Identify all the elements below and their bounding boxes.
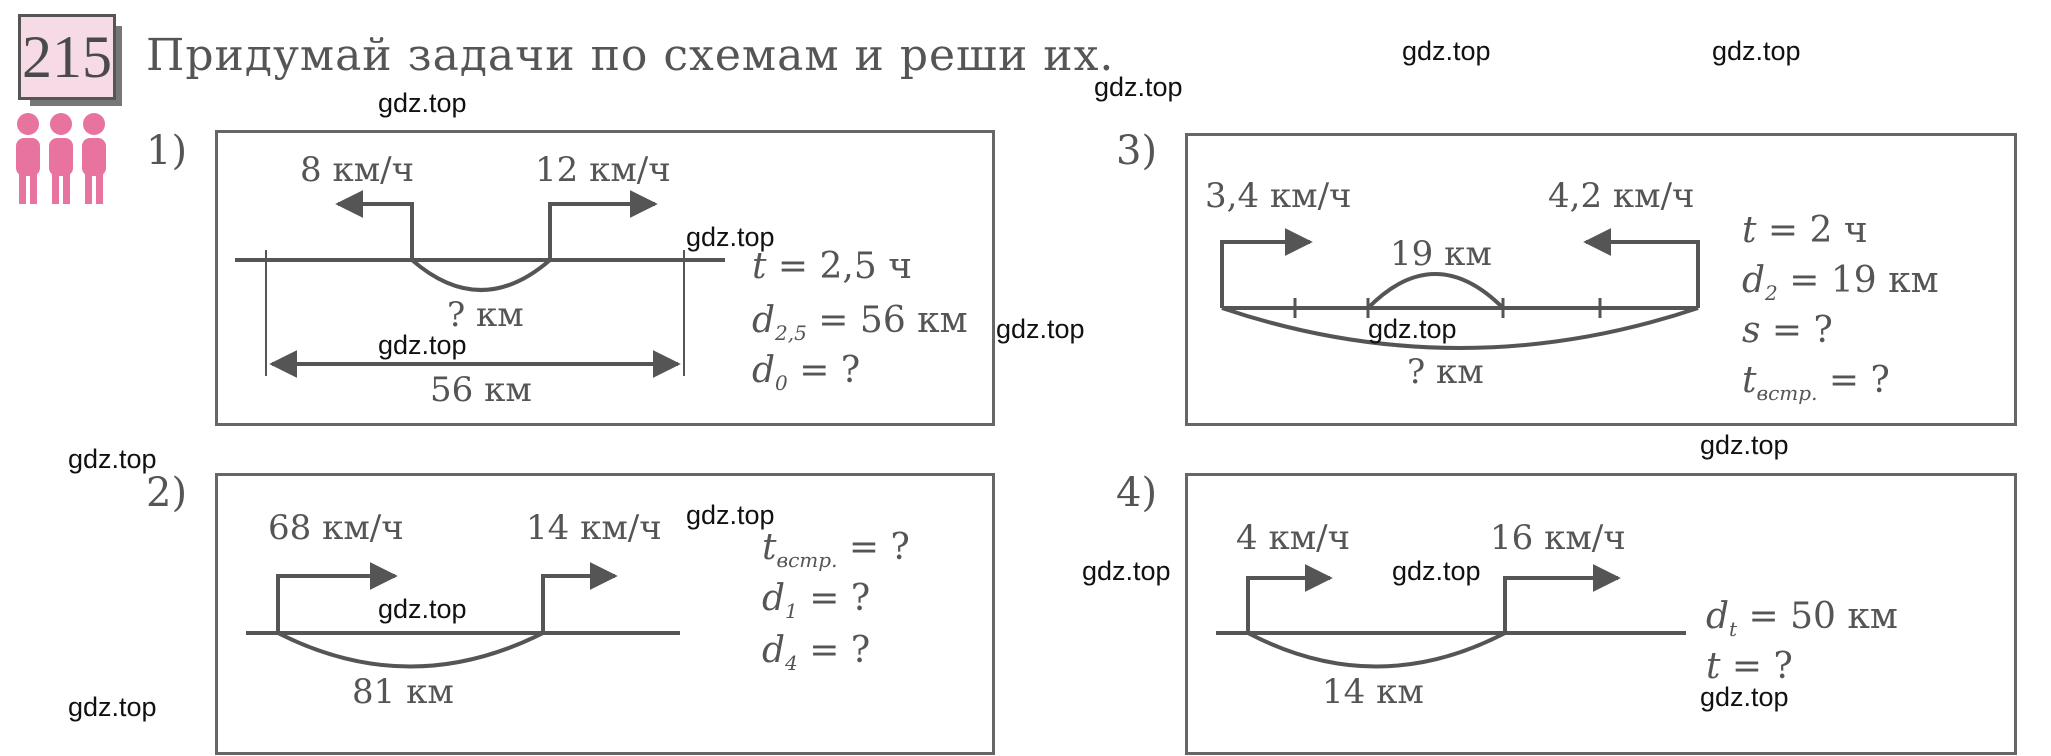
problem-1-given-initial-distance: d0 = ? (752, 350, 861, 396)
problem-4-box (1185, 473, 2017, 755)
watermark: gdz.top (1094, 72, 1183, 102)
problem-1-given-time: t = 2,5 ч (752, 246, 913, 287)
watermark: gdz.top (686, 500, 775, 530)
problem-2-box (215, 473, 995, 755)
problem-3-speed-right: 4,2 км/ч (1548, 176, 1695, 216)
problem-1-box (215, 130, 995, 426)
watermark: gdz.top (686, 222, 775, 252)
problem-2-given-d4: d4 = ? (762, 630, 871, 676)
watermark: gdz.top (1392, 556, 1481, 586)
watermark: gdz.top (68, 444, 157, 474)
watermark: gdz.top (378, 594, 467, 624)
problem-2-given-d1: d1 = ? (762, 578, 871, 624)
problem-4-label: 4) (1116, 470, 1158, 516)
problem-4-distance: 14 км (1322, 672, 1424, 712)
problem-4-speed-right: 16 км/ч (1490, 518, 1626, 558)
problem-3-given-s: s = ? (1742, 310, 1833, 351)
problem-2-label: 2) (146, 470, 188, 516)
watermark: gdz.top (1700, 430, 1789, 460)
problem-4-given-distance: dt = 50 км (1706, 596, 1898, 642)
problem-3-given-distance: d2 = 19 км (1742, 260, 1939, 306)
watermark: gdz.top (378, 330, 467, 360)
problem-3-given-meeting-time: tвстр. = ? (1742, 360, 1890, 406)
problem-2-speed-left: 68 км/ч (268, 508, 404, 548)
watermark: gdz.top (1700, 682, 1789, 712)
problem-3-given-time: t = 2 ч (1742, 210, 1868, 251)
problem-3-total: ? км (1407, 352, 1484, 392)
watermark: gdz.top (68, 692, 157, 722)
problem-1-label: 1) (146, 128, 188, 174)
watermark: gdz.top (996, 314, 1085, 344)
problem-3-inner-distance: 19 км (1390, 234, 1492, 274)
exercise-number: 215 (18, 14, 116, 100)
watermark: gdz.top (1712, 36, 1801, 66)
problem-4-given-time: t = ? (1706, 646, 1793, 687)
watermark: gdz.top (378, 88, 467, 118)
watermark: gdz.top (1082, 556, 1171, 586)
problem-2-distance: 81 км (352, 672, 454, 712)
problem-1-given-distance: d2,5 = 56 км (752, 300, 968, 346)
problem-2-given-meeting-time: tвстр. = ? (762, 527, 910, 573)
problem-2-speed-right: 14 км/ч (526, 508, 662, 548)
problem-3-label: 3) (1116, 128, 1158, 174)
problem-4-speed-left: 4 км/ч (1236, 518, 1351, 558)
problem-1-total: 56 км (430, 370, 532, 410)
exercise-title: Придумай задачи по схемам и реши их. (146, 30, 1115, 81)
watermark: gdz.top (1402, 36, 1491, 66)
problem-1-speed-left: 8 км/ч (300, 150, 415, 190)
three-people-icon (16, 113, 106, 204)
problem-3-box (1185, 133, 2017, 426)
watermark: gdz.top (1368, 314, 1457, 344)
problem-1-speed-right: 12 км/ч (535, 150, 671, 190)
problem-3-speed-left: 3,4 км/ч (1205, 176, 1352, 216)
problem-1-gap: ? км (447, 295, 524, 335)
